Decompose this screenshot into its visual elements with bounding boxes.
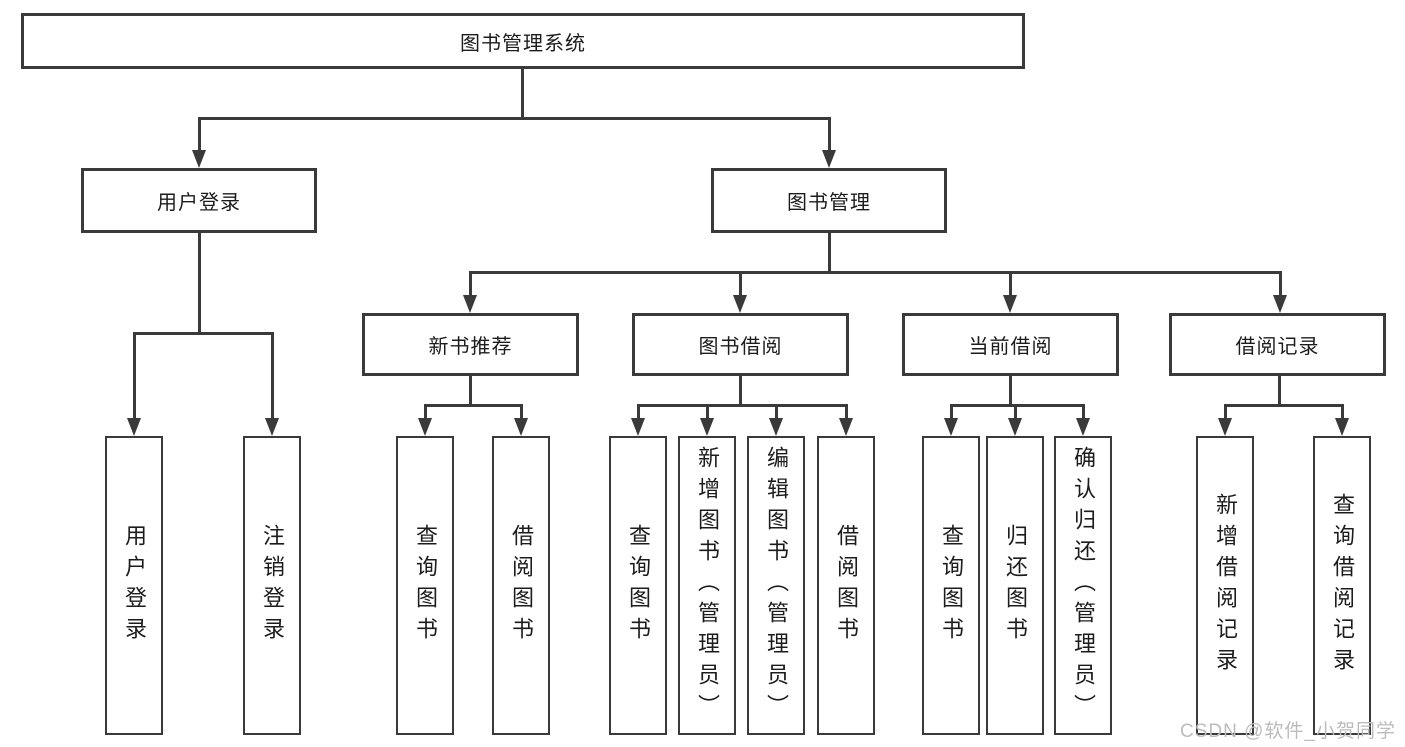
leaf-user-login: 用户登录 bbox=[105, 436, 163, 735]
leaf-add-borrow-record: 新增借阅记录 bbox=[1196, 436, 1254, 735]
leaf-return-book: 归还图书 bbox=[986, 436, 1044, 735]
node-label: 用户登录 bbox=[157, 192, 241, 214]
leaf-label: 确认归还（管理员） bbox=[1071, 446, 1096, 725]
connector-arrowhead-icon bbox=[265, 418, 279, 436]
leaf-label: 借阅图书 bbox=[834, 523, 859, 648]
connector-arrowhead-icon bbox=[1008, 418, 1022, 436]
connector-arrowhead-icon bbox=[822, 150, 836, 168]
connector-arrowhead-icon bbox=[1218, 418, 1232, 436]
node-label: 图书管理 bbox=[787, 192, 871, 214]
connector-line bbox=[198, 117, 831, 120]
connector-arrow-stem bbox=[1341, 406, 1344, 424]
connector-arrowhead-icon bbox=[1273, 295, 1287, 313]
connector-line bbox=[133, 332, 274, 335]
node-library-management-system: 图书管理系统 bbox=[21, 13, 1025, 69]
connector-arrowhead-icon bbox=[192, 150, 206, 168]
connector-arrow-stem bbox=[845, 406, 848, 424]
connector-line bbox=[637, 404, 848, 407]
node-current-borrowing: 当前借阅 bbox=[902, 313, 1119, 376]
connector-arrowhead-icon bbox=[733, 295, 747, 313]
leaf-query-books-current: 查询图书 bbox=[922, 436, 980, 735]
connector-arrowhead-icon bbox=[127, 418, 141, 436]
connector-arrow-stem bbox=[950, 406, 953, 424]
connector-arrowhead-icon bbox=[631, 418, 645, 436]
connector-arrowhead-icon bbox=[1003, 295, 1017, 313]
node-label: 图书管理系统 bbox=[460, 32, 586, 55]
connector-arrowhead-icon bbox=[700, 418, 714, 436]
connector-arrow-stem bbox=[739, 273, 742, 301]
connector-arrowhead-icon bbox=[463, 295, 477, 313]
connector-line bbox=[521, 69, 524, 119]
connector-line bbox=[828, 233, 831, 273]
connector-arrow-stem bbox=[1279, 273, 1282, 301]
connector-arrow-stem bbox=[1014, 406, 1017, 424]
leaf-label: 用户登录 bbox=[122, 523, 147, 648]
node-book-borrowing: 图书借阅 bbox=[632, 313, 849, 376]
leaf-label: 新增图书（管理员） bbox=[695, 446, 720, 725]
connector-line bbox=[469, 376, 472, 406]
connector-arrowhead-icon bbox=[769, 418, 783, 436]
connector-arrow-stem bbox=[706, 406, 709, 424]
leaf-label: 查询图书 bbox=[626, 523, 651, 648]
leaf-query-books-recommend: 查询图书 bbox=[396, 436, 454, 735]
node-label: 当前借阅 bbox=[968, 336, 1053, 358]
connector-arrow-stem bbox=[469, 273, 472, 301]
leaf-label: 归还图书 bbox=[1003, 523, 1028, 648]
connector-arrow-stem bbox=[1224, 406, 1227, 424]
leaf-edit-book-admin: 编辑图书（管理员） bbox=[747, 436, 805, 735]
connector-line bbox=[1278, 376, 1281, 406]
leaf-logout: 注销登录 bbox=[243, 436, 301, 735]
leaf-label: 编辑图书（管理员） bbox=[764, 446, 789, 725]
node-new-book-recommend: 新书推荐 bbox=[362, 313, 579, 376]
connector-line bbox=[1009, 376, 1012, 406]
leaf-query-books-borrowing: 查询图书 bbox=[609, 436, 667, 735]
node-borrowing-records: 借阅记录 bbox=[1169, 313, 1386, 376]
node-label: 借阅记录 bbox=[1235, 336, 1320, 358]
connector-arrowhead-icon bbox=[514, 418, 528, 436]
node-label: 图书借阅 bbox=[698, 336, 783, 358]
leaf-label: 查询图书 bbox=[939, 523, 964, 648]
connector-arrow-stem bbox=[1009, 273, 1012, 301]
connector-arrow-stem bbox=[1082, 406, 1085, 424]
leaf-query-borrow-record: 查询借阅记录 bbox=[1313, 436, 1371, 735]
leaf-label: 查询图书 bbox=[413, 523, 438, 648]
node-label: 新书推荐 bbox=[428, 336, 513, 358]
connector-line bbox=[950, 404, 1085, 407]
connector-line bbox=[1224, 404, 1344, 407]
connector-arrowhead-icon bbox=[1335, 418, 1349, 436]
connector-line bbox=[469, 271, 1282, 274]
connector-arrow-stem bbox=[133, 334, 136, 424]
leaf-label: 查询借阅记录 bbox=[1330, 492, 1355, 679]
node-book-management: 图书管理 bbox=[711, 168, 947, 233]
watermark: CSDN @软件_小贺同学 bbox=[1180, 721, 1396, 742]
connector-arrow-stem bbox=[271, 334, 274, 424]
leaf-label: 注销登录 bbox=[260, 523, 285, 648]
connector-arrowhead-icon bbox=[1076, 418, 1090, 436]
connector-arrow-stem bbox=[637, 406, 640, 424]
connector-arrowhead-icon bbox=[418, 418, 432, 436]
connector-arrowhead-icon bbox=[839, 418, 853, 436]
leaf-label: 借阅图书 bbox=[509, 523, 534, 648]
node-user-login: 用户登录 bbox=[81, 168, 317, 233]
connector-arrow-stem bbox=[198, 119, 201, 156]
connector-arrow-stem bbox=[520, 406, 523, 424]
leaf-borrow-books-recommend: 借阅图书 bbox=[492, 436, 550, 735]
leaf-borrow-books-borrowing: 借阅图书 bbox=[817, 436, 875, 735]
connector-arrow-stem bbox=[775, 406, 778, 424]
connector-line bbox=[198, 233, 201, 334]
connector-line bbox=[424, 404, 523, 407]
connector-arrow-stem bbox=[828, 119, 831, 156]
connector-line bbox=[739, 376, 742, 406]
leaf-label: 新增借阅记录 bbox=[1213, 492, 1238, 679]
connector-arrowhead-icon bbox=[944, 418, 958, 436]
leaf-add-book-admin: 新增图书（管理员） bbox=[678, 436, 736, 735]
leaf-confirm-return-admin: 确认归还（管理员） bbox=[1054, 436, 1112, 735]
connector-arrow-stem bbox=[424, 406, 427, 424]
